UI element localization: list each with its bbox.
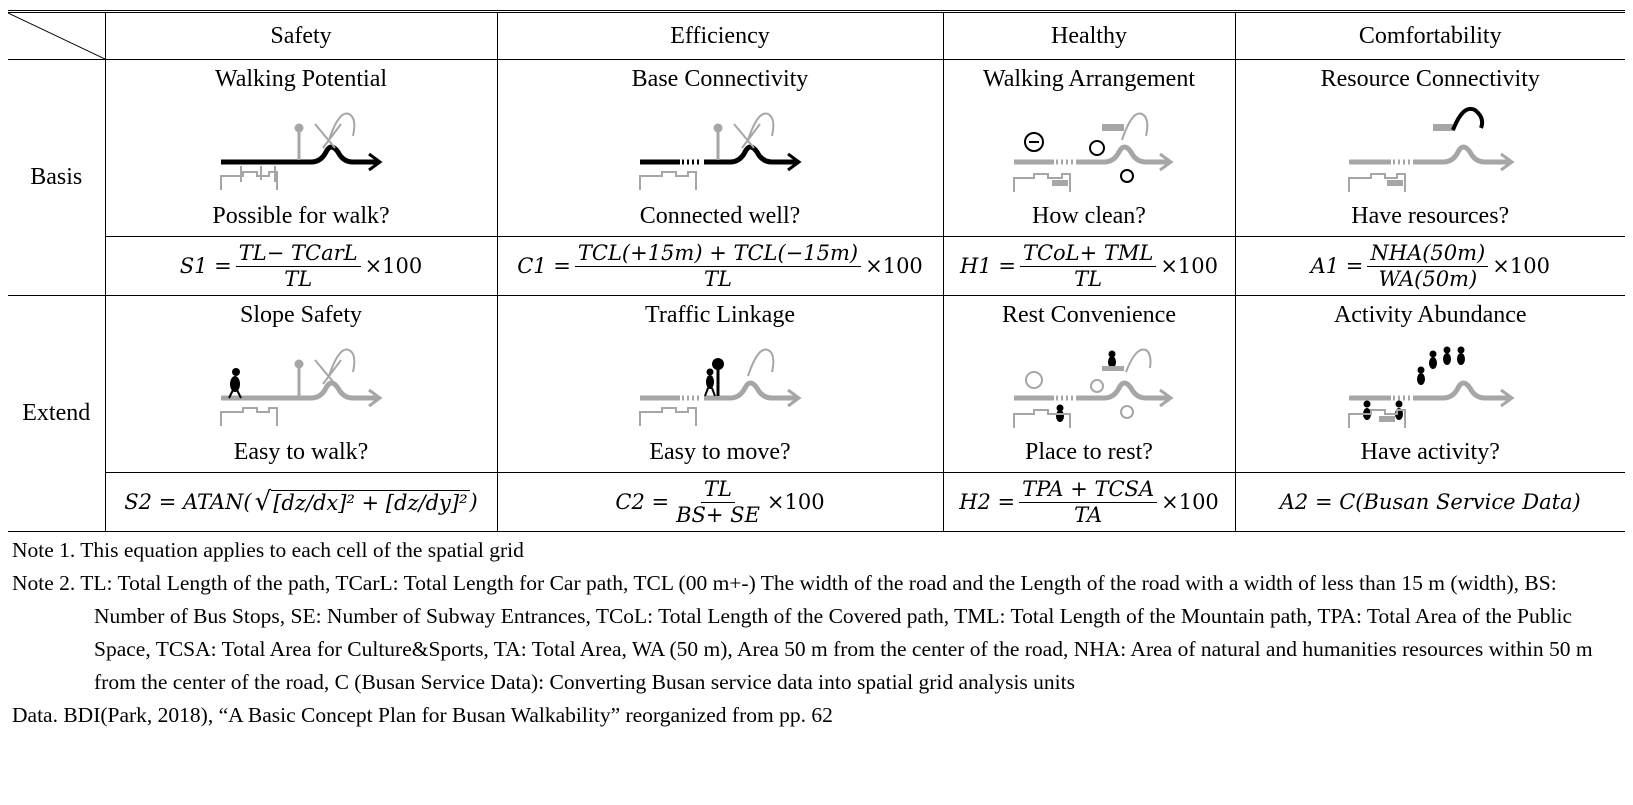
column-header-healthy: Healthy — [942, 11, 1236, 60]
walkability-indicator-table: Safety Efficiency Healthy Comfortability… — [8, 10, 1625, 532]
cell-resource-connectivity: Resource Connectivity Have resources? — [1234, 59, 1625, 237]
cell-walking-potential: Walking Potential Possible for walk? — [104, 59, 498, 237]
diagonal-line — [8, 13, 105, 59]
column-header-safety: Safety — [104, 11, 498, 60]
indicator-title: Walking Potential — [214, 66, 388, 92]
cell-walking-arrangement: Walking Arrangement How clean? — [942, 59, 1236, 237]
cell-rest-convenience: Rest Convenience Place to rest? — [942, 295, 1236, 473]
extend-illustration-row: Extend Slope Safety Easy to walk? Traffi… — [8, 295, 1625, 532]
indicator-title: Walking Arrangement — [982, 66, 1195, 92]
cell-slope-safety: Slope Safety Easy to walk? — [104, 295, 498, 473]
traffic-linkage-icon — [639, 348, 802, 426]
row-label-extend: Extend — [8, 295, 106, 532]
indicator-question: How clean? — [1032, 203, 1146, 229]
formula-c1: C1 = TCL(+15m) + TCL(−15m)TL ×100 — [496, 236, 944, 296]
sqrt-sign: √ — [254, 487, 272, 517]
formula-s2: S2 = ATAN( √[dz/dx]² + [dz/dy]² ) — [105, 472, 498, 532]
table-notes: Note 1. This equation applies to each ce… — [12, 534, 1622, 732]
cell-traffic-linkage: Traffic Linkage Easy to move? — [496, 295, 944, 473]
indicator-question: Have activity? — [1360, 439, 1500, 465]
base-connectivity-icon — [639, 112, 802, 190]
walkability-table-wrapper: Safety Efficiency Healthy Comfortability… — [8, 10, 1625, 532]
indicator-title: Resource Connectivity — [1320, 66, 1540, 92]
note-2: Note 2. TL: Total Length of the path, TC… — [12, 571, 1593, 694]
indicator-title: Rest Convenience — [1002, 302, 1176, 328]
rest-convenience-icon — [1013, 348, 1174, 428]
indicator-question: Connected well? — [639, 203, 801, 229]
indicator-title: Activity Abundance — [1333, 302, 1527, 328]
formula-a1: A1 = NHA(50m)WA(50m) ×100 — [1234, 236, 1625, 296]
slope-safety-icon — [220, 348, 383, 426]
cell-activity-abundance: Activity Abundance Have activity? — [1234, 295, 1625, 473]
extend-formula-row: S2 = ATAN( √[dz/dx]² + [dz/dy]² ) C2 = T… — [8, 472, 1625, 532]
column-header-comfortability: Comfortability — [1234, 11, 1625, 60]
walk-potential-icon — [220, 112, 383, 190]
data-source-note: Data. BDI(Park, 2018), “A Basic Concept … — [12, 703, 833, 727]
header-row: Safety Efficiency Healthy Comfortability — [8, 11, 1625, 60]
indicator-title: Traffic Linkage — [645, 302, 795, 328]
formula-a2: A2 = C(Busan Service Data) — [1234, 472, 1625, 532]
indicator-question: Place to rest? — [1025, 439, 1153, 465]
basis-illustration-row: Basis Walking Potential Possible for wal… — [8, 59, 1625, 296]
indicator-question: Possible for walk? — [212, 203, 390, 229]
row-label-basis: Basis — [8, 59, 106, 296]
corner-cell — [8, 11, 106, 60]
indicator-question: Easy to walk? — [233, 439, 369, 465]
indicator-question: Have resources? — [1351, 203, 1510, 229]
walking-arrangement-icon — [1013, 112, 1174, 192]
note-1: Note 1. This equation applies to each ce… — [12, 538, 524, 562]
activity-abundance-icon — [1348, 346, 1515, 428]
column-header-efficiency: Efficiency — [496, 11, 944, 60]
indicator-title: Slope Safety — [240, 302, 362, 328]
resource-connectivity-icon — [1348, 107, 1515, 192]
indicator-title: Base Connectivity — [631, 66, 809, 92]
cell-base-connectivity: Base Connectivity Connected well? — [496, 59, 944, 237]
indicator-question: Easy to move? — [649, 439, 791, 465]
